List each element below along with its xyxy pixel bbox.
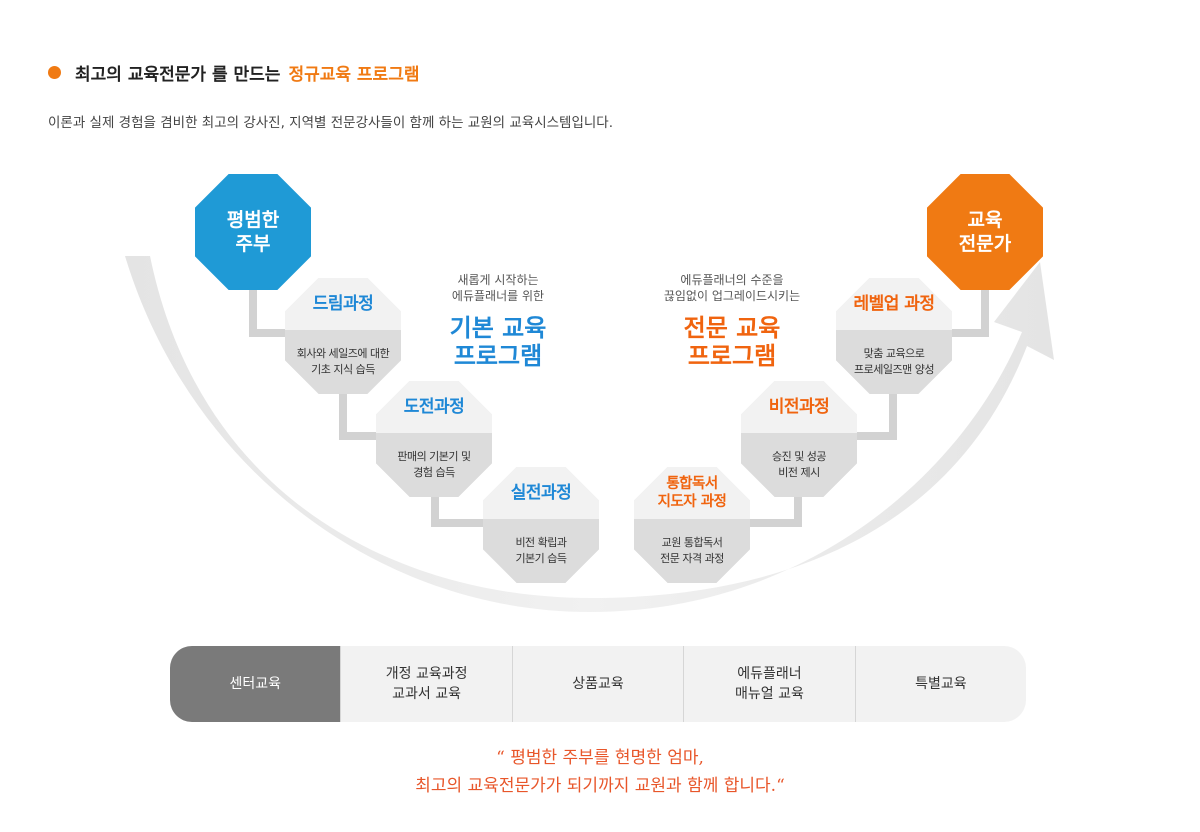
tab-product-education[interactable]: 상품교육 bbox=[511, 646, 683, 722]
staircase-connector bbox=[249, 232, 989, 527]
section-subtitle: 이론과 실제 경험을 겸비한 최고의 강사진, 지역별 전문강사들이 함께 하는… bbox=[48, 115, 614, 131]
step-reading-instructor-course: 통합독서 지도자 과정 교원 통합독서 전문 자격 과정 bbox=[634, 467, 750, 583]
basic-program-title: 기본 교육 프로그램 bbox=[449, 314, 547, 370]
heading-accent-text: 정규교육 프로그램 bbox=[288, 64, 420, 85]
tab-manual-education[interactable]: 에듀플래너 매뉴얼 교육 bbox=[683, 646, 854, 722]
step-practice-course: 실전과정 비전 확립과 기본기 습득 bbox=[483, 467, 599, 583]
tab-center-education[interactable]: 센터교육 bbox=[170, 646, 341, 722]
step-vision-course: 비전과정 승진 및 성공 비전 제시 bbox=[741, 381, 857, 497]
step-description: 맞춤 교육으로 프로세일즈맨 양성 bbox=[854, 347, 934, 376]
closing-quote: “ 평범한 주부를 현명한 엄마, 최고의 교육전문가가 되기까지 교원과 함께… bbox=[0, 744, 1200, 800]
tab-textbook-education[interactable]: 개정 교육과정 교과서 교육 bbox=[340, 646, 511, 722]
step-description: 판매의 기본기 및 경험 습득 bbox=[397, 450, 471, 479]
quote-line-1: “ 평범한 주부를 현명한 엄마, bbox=[496, 748, 704, 768]
step-challenge-course: 도전과정 판매의 기본기 및 경험 습득 bbox=[376, 381, 492, 497]
start-node-housewife: 평범한 주부 bbox=[195, 174, 311, 290]
expert-program-label: 에듀플래너의 수준을 끊임없이 업그레이드시키는 전문 교육 프로그램 bbox=[630, 272, 834, 370]
tab-special-education[interactable]: 특별교육 bbox=[854, 646, 1026, 722]
section-heading: 최고의 교육전문가 를 만드는 정규교육 프로그램 bbox=[48, 60, 420, 85]
basic-program-caption: 새롭게 시작하는 에듀플래너를 위한 bbox=[451, 273, 545, 303]
step-dream-course: 드림과정 회사와 세일즈에 대한 기초 지식 습득 bbox=[285, 278, 401, 394]
heading-main-text: 최고의 교육전문가 를 만드는 bbox=[75, 64, 281, 85]
step-description: 회사와 세일즈에 대한 기초 지식 습득 bbox=[296, 347, 390, 376]
education-tabs: 센터교육 개정 교육과정 교과서 교육 상품교육 에듀플래너 매뉴얼 교육 특별… bbox=[170, 646, 1026, 722]
basic-program-label: 새롭게 시작하는 에듀플래너를 위한 기본 교육 프로그램 bbox=[418, 272, 578, 370]
start-node-label: 평범한 주부 bbox=[226, 209, 280, 255]
end-node-label: 교육 전문가 bbox=[958, 209, 1012, 255]
step-description: 비전 확립과 기본기 습득 bbox=[515, 536, 567, 565]
step-description: 승진 및 성공 비전 제시 bbox=[771, 450, 827, 479]
end-node-expert: 교육 전문가 bbox=[927, 174, 1043, 290]
step-description: 교원 통합독서 전문 자격 과정 bbox=[660, 536, 724, 565]
step-levelup-course: 레벨업 과정 맞춤 교육으로 프로세일즈맨 양성 bbox=[836, 278, 952, 394]
expert-program-caption: 에듀플래너의 수준을 끊임없이 업그레이드시키는 bbox=[663, 273, 801, 303]
quote-line-2: 최고의 교육전문가가 되기까지 교원과 함께 합니다.“ bbox=[415, 776, 785, 796]
bullet-dot-icon bbox=[48, 65, 61, 79]
expert-program-title: 전문 교육 프로그램 bbox=[683, 314, 781, 370]
